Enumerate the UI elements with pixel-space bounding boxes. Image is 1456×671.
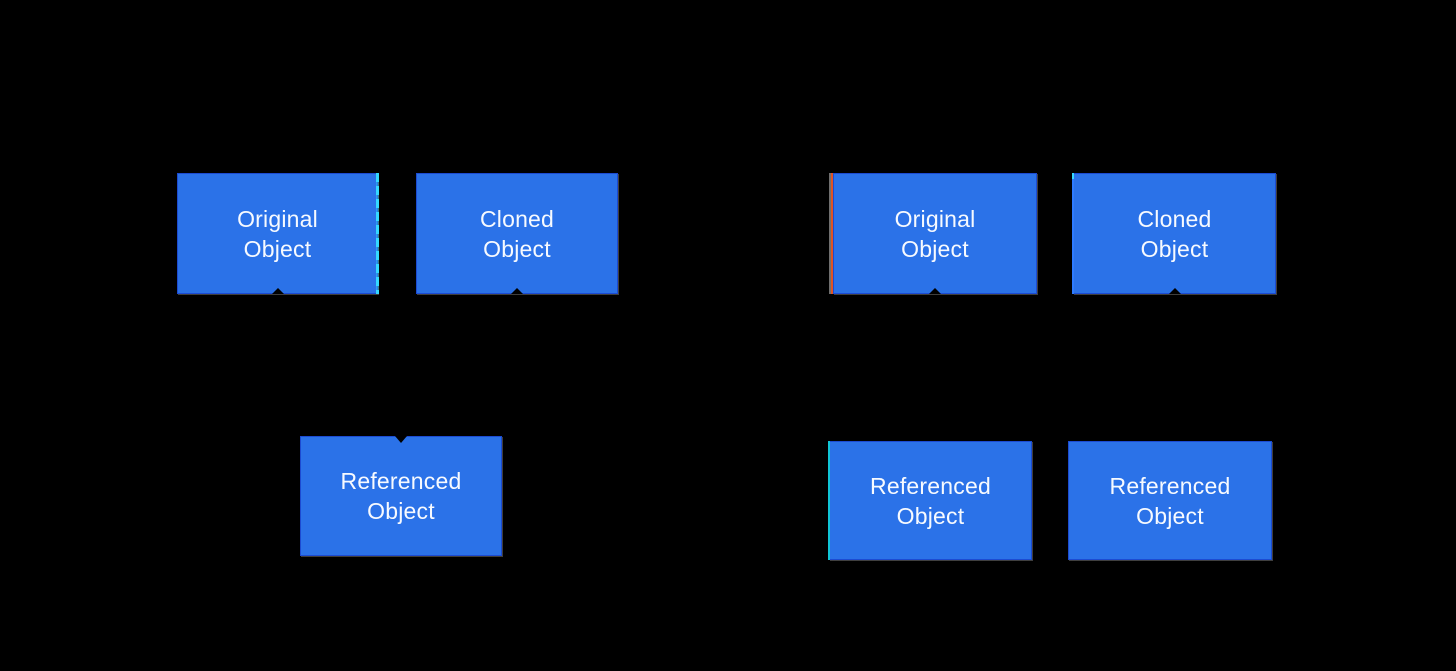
cloned-object-box: Cloned Object — [416, 173, 618, 294]
connector-notch — [1168, 288, 1181, 294]
connector-notch — [271, 288, 284, 294]
edge-artifact-teal — [828, 441, 830, 560]
box-label: Cloned Object — [1137, 205, 1212, 262]
original-object-box: Original Object — [831, 173, 1037, 294]
cloned-object-box: Cloned Object — [1072, 173, 1276, 294]
referenced-object-box: Referenced Object — [300, 436, 502, 556]
connector-notch — [511, 288, 523, 294]
edge-artifact-cyan — [376, 173, 379, 294]
box-label: Cloned Object — [479, 205, 555, 262]
edge-artifact-blue — [1072, 173, 1074, 294]
box-label: Original Object — [894, 205, 976, 262]
edge-artifact-orange — [831, 173, 833, 294]
referenced-object-box: Referenced Object — [828, 441, 1032, 560]
connector-notch — [929, 288, 941, 294]
box-label: Original Object — [237, 205, 318, 262]
connector-notch — [395, 436, 407, 443]
referenced-object-box: Referenced Object — [1068, 441, 1272, 560]
box-label: Referenced Object — [870, 472, 991, 529]
box-label: Referenced Object — [340, 468, 462, 524]
original-object-box: Original Object — [177, 173, 379, 294]
box-label: Referenced Object — [1109, 472, 1231, 529]
